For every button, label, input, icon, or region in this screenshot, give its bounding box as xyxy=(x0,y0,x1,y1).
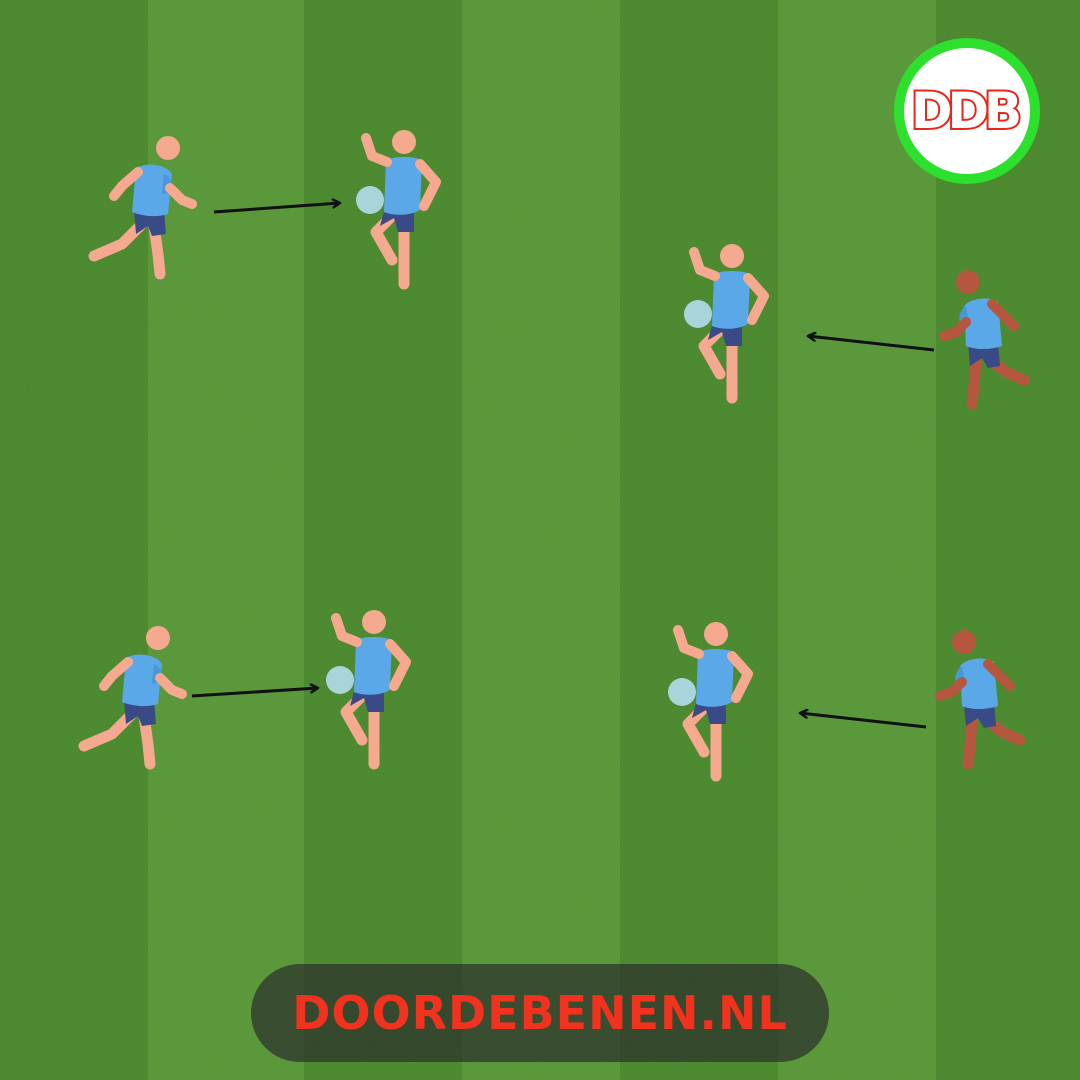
pass-arrow xyxy=(191,688,318,698)
drill-bottom-right xyxy=(668,622,1020,776)
drill-top-left xyxy=(94,130,436,284)
pass-arrow xyxy=(808,336,935,352)
drill-top-right xyxy=(684,244,1024,404)
pass-arrow xyxy=(800,713,927,729)
logo-letters: DDB xyxy=(909,82,1024,140)
drill-bottom-left xyxy=(84,610,406,764)
website-url: DOORDEBENEN.NL xyxy=(292,986,788,1040)
pass-arrow xyxy=(213,203,340,214)
website-banner: DOORDEBENEN.NL xyxy=(251,964,829,1062)
brand-logo: DDB xyxy=(894,38,1040,184)
